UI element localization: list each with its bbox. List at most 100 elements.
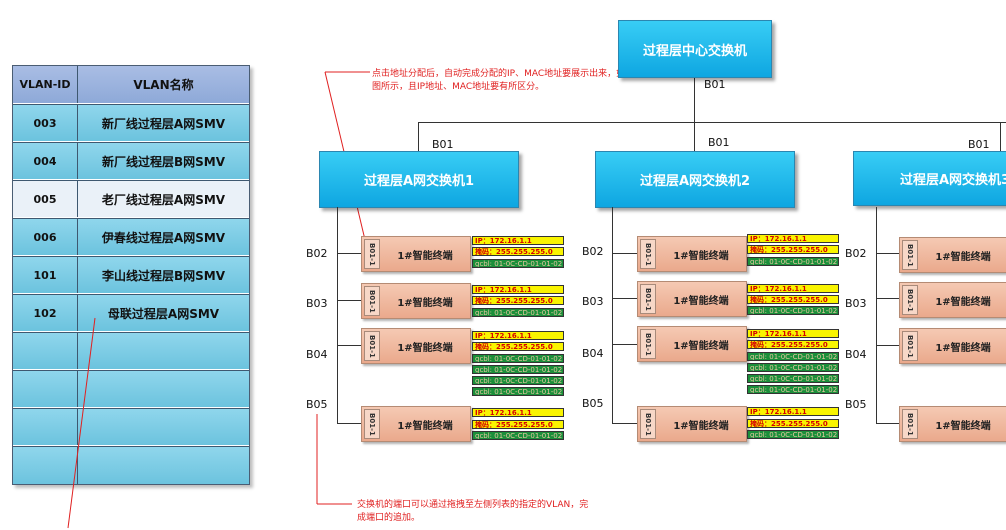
ip-address-box: IP：172.16.1.1 bbox=[472, 285, 564, 294]
port-label: B01 bbox=[708, 136, 730, 149]
terminal-name: 1#智能终端 bbox=[673, 250, 729, 262]
switch-3[interactable]: 过程层A网交换机3 bbox=[853, 151, 1006, 206]
vlan-row-empty[interactable] bbox=[13, 370, 249, 407]
vlan-row[interactable]: 101 李山线过程层B网SMV bbox=[13, 256, 249, 293]
vlan-row-empty[interactable] bbox=[13, 408, 249, 445]
terminal-name: 1#智能终端 bbox=[397, 342, 453, 354]
terminal-port: B01-1 bbox=[902, 409, 918, 439]
port-label: B01 bbox=[968, 138, 990, 151]
center-switch[interactable]: 过程层中心交换机 bbox=[618, 20, 772, 78]
connector bbox=[612, 423, 638, 424]
vlan-row-empty[interactable] bbox=[13, 332, 249, 369]
terminal-port: B01-1 bbox=[364, 409, 380, 439]
smart-terminal[interactable]: B01-1 1#智能终端 bbox=[361, 328, 471, 364]
port-label: B04 bbox=[306, 348, 328, 361]
terminal-port: B01-1 bbox=[640, 284, 656, 314]
mac-address-box: gcbl: 01-0C-CD-01-01-02 bbox=[747, 352, 839, 361]
terminal-name: 1#智能终端 bbox=[935, 296, 991, 308]
connector bbox=[876, 207, 877, 424]
vlan-id-cell bbox=[13, 333, 78, 369]
vlan-id-cell bbox=[13, 447, 78, 484]
smart-terminal[interactable]: B01-1 1#智能终端 bbox=[361, 236, 471, 272]
subnet-mask-box: 掩码：255.255.255.0 bbox=[747, 245, 839, 254]
terminal-port: B01-1 bbox=[364, 286, 380, 316]
ip-address-box: IP：172.16.1.1 bbox=[747, 329, 839, 338]
vlan-id-cell: 006 bbox=[13, 219, 78, 255]
smart-terminal[interactable]: B01-1 1#智能终端 bbox=[361, 406, 471, 442]
ip-address-box: IP：172.16.1.1 bbox=[472, 408, 564, 417]
smart-terminal[interactable]: B01-1 1#智能终端 bbox=[637, 281, 747, 317]
connector bbox=[694, 122, 695, 152]
connector bbox=[876, 298, 900, 299]
connector bbox=[1000, 122, 1001, 152]
terminal-port: B01-1 bbox=[364, 239, 380, 269]
note-address-allocation: 点击地址分配后，自动完成分配的IP、MAC地址要展示出来，如图所示，且IP地址、… bbox=[372, 69, 626, 92]
vlan-row[interactable]: 102 母联过程层A网SMV bbox=[13, 294, 249, 331]
connector bbox=[337, 300, 363, 301]
terminal-port: B01-1 bbox=[640, 329, 656, 359]
terminal-name: 1#智能终端 bbox=[397, 297, 453, 309]
vlan-name-header: VLAN名称 bbox=[133, 78, 194, 92]
vlan-row-empty[interactable] bbox=[13, 446, 249, 484]
terminal-name: 1#智能终端 bbox=[935, 342, 991, 354]
vlan-row[interactable]: 003 新厂线过程层A网SMV bbox=[13, 104, 249, 141]
mac-address-box: gcbl: 01-0C-CD-01-01-02 bbox=[747, 257, 839, 266]
note-port-drag: 交换机的端口可以通过拖拽至左侧列表的指定的VLAN，完成端口的追加。 bbox=[357, 500, 589, 523]
smart-terminal[interactable]: B01-1 1#智能终端 bbox=[637, 406, 747, 442]
smart-terminal[interactable]: B01-1 1#智能终端 bbox=[361, 283, 471, 319]
port-label: B02 bbox=[845, 247, 867, 260]
mac-address-box: gcbl: 01-0C-CD-01-01-02 bbox=[747, 430, 839, 439]
mac-address-box: gcbl: 01-0C-CD-01-01-02 bbox=[747, 374, 839, 383]
terminal-name: 1#智能终端 bbox=[935, 420, 991, 432]
connector bbox=[337, 207, 338, 424]
connector bbox=[418, 122, 1006, 123]
ip-address-box: IP：172.16.1.1 bbox=[747, 284, 839, 293]
smart-terminal[interactable]: B01-1 1#智能终端 bbox=[899, 328, 1006, 364]
vlan-row[interactable]: 004 新厂线过程层B网SMV bbox=[13, 142, 249, 179]
vlan-table: VLAN-ID VLAN名称 003 新厂线过程层A网SMV 004 新厂线过程… bbox=[12, 65, 250, 485]
ip-address-box: IP：172.16.1.1 bbox=[747, 234, 839, 243]
port-label: B01 bbox=[704, 78, 726, 91]
smart-terminal[interactable]: B01-1 1#智能终端 bbox=[899, 406, 1006, 442]
smart-terminal[interactable]: B01-1 1#智能终端 bbox=[899, 237, 1006, 273]
mac-address-box: gcbl: 01-0C-CD-01-01-02 bbox=[747, 363, 839, 372]
connector bbox=[337, 345, 363, 346]
smart-terminal[interactable]: B01-1 1#智能终端 bbox=[899, 282, 1006, 318]
vlan-id-cell: 102 bbox=[13, 295, 78, 331]
vlan-id-cell: 005 bbox=[13, 181, 78, 217]
mac-address-box: gcbl: 01-0C-CD-01-01-02 bbox=[472, 376, 564, 385]
port-label: B03 bbox=[845, 297, 867, 310]
vlan-table-header: VLAN-ID VLAN名称 bbox=[13, 66, 249, 103]
vlan-row[interactable]: 006 伊春线过程层A网SMV bbox=[13, 218, 249, 255]
ip-address-box: IP：172.16.1.1 bbox=[747, 407, 839, 416]
switch-2[interactable]: 过程层A网交换机2 bbox=[595, 151, 795, 208]
ip-address-box: IP：172.16.1.1 bbox=[472, 236, 564, 245]
vlan-id-cell bbox=[13, 371, 78, 407]
connector bbox=[876, 253, 900, 254]
switch-1[interactable]: 过程层A网交换机1 bbox=[319, 151, 519, 208]
subnet-mask-box: 掩码：255.255.255.0 bbox=[747, 295, 839, 304]
subnet-mask-box: 掩码：255.255.255.0 bbox=[747, 419, 839, 428]
terminal-name: 1#智能终端 bbox=[673, 295, 729, 307]
connector bbox=[337, 423, 363, 424]
vlan-name-cell: 伊春线过程层A网SMV bbox=[101, 230, 226, 245]
mac-address-box: gcbl: 01-0C-CD-01-01-02 bbox=[472, 431, 564, 440]
connector bbox=[876, 423, 900, 424]
terminal-port: B01-1 bbox=[640, 239, 656, 269]
terminal-name: 1#智能终端 bbox=[673, 340, 729, 352]
vlan-id-cell: 004 bbox=[13, 143, 78, 179]
connector bbox=[612, 253, 638, 254]
connector bbox=[337, 253, 363, 254]
subnet-mask-box: 掩码：255.255.255.0 bbox=[472, 420, 564, 429]
port-label: B05 bbox=[845, 398, 867, 411]
vlan-name-cell: 李山线过程层B网SMV bbox=[101, 268, 226, 283]
mac-address-box: gcbl: 01-0C-CD-01-01-02 bbox=[472, 308, 564, 317]
vlan-row-selected[interactable]: 005 老厂线过程层A网SMV bbox=[13, 180, 249, 217]
vlan-id-header: VLAN-ID bbox=[13, 66, 78, 103]
connector bbox=[694, 78, 695, 122]
terminal-name: 1#智能终端 bbox=[935, 251, 991, 263]
port-label: B03 bbox=[582, 295, 604, 308]
smart-terminal[interactable]: B01-1 1#智能终端 bbox=[637, 326, 747, 362]
terminal-name: 1#智能终端 bbox=[397, 420, 453, 432]
smart-terminal[interactable]: B01-1 1#智能终端 bbox=[637, 236, 747, 272]
